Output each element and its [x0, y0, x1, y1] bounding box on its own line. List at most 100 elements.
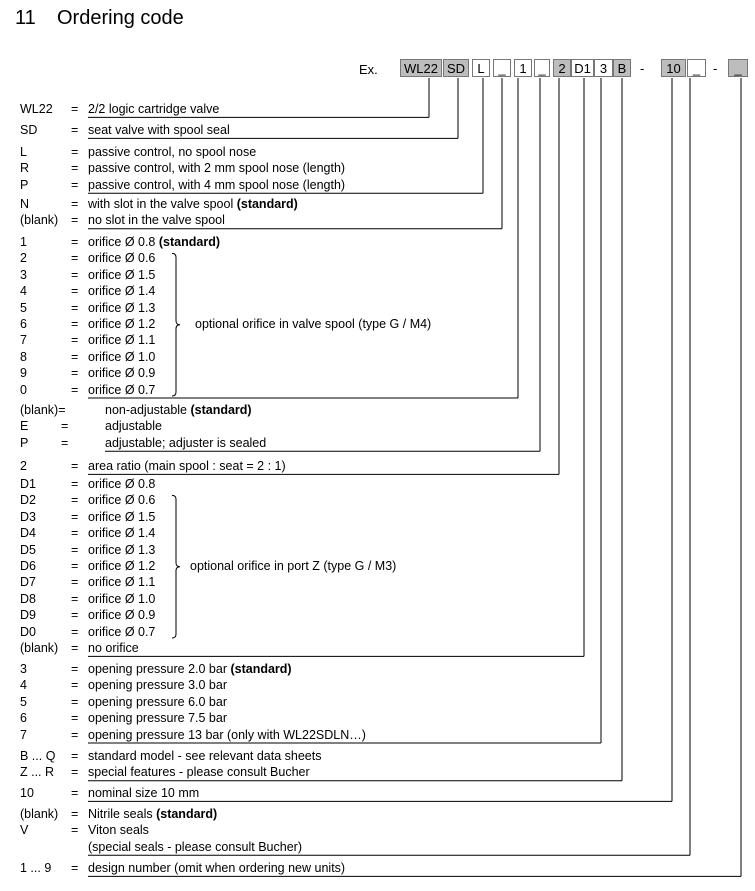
code-value: D7: [20, 575, 36, 590]
code-description: orifice Ø 1.1: [88, 575, 156, 590]
equals-sign: =: [71, 213, 79, 228]
equals-sign: =: [71, 624, 79, 639]
example-slot: _: [728, 59, 748, 77]
equals-sign: =: [71, 459, 79, 473]
code-value: 9: [20, 366, 27, 381]
equals-sign: =: [71, 145, 79, 159]
equals-sign: =: [71, 300, 79, 315]
code-value: P: [20, 177, 29, 192]
code-value: V: [20, 823, 29, 838]
code-description: orifice Ø 1.3: [88, 542, 156, 557]
code-value: 2: [20, 251, 27, 266]
section-title: Ordering code: [57, 7, 184, 29]
code-description: orifice Ø 1.1: [88, 333, 156, 348]
code-description: orifice Ø 1.0: [88, 349, 156, 364]
code-value: (blank): [20, 213, 59, 228]
code-description: orifice Ø 0.8 (standard): [88, 235, 220, 249]
code-description: orifice Ø 0.8: [88, 477, 156, 491]
equals-sign: =: [71, 349, 79, 364]
code-value: E: [20, 419, 29, 434]
code-description: opening pressure 2.0 bar (standard): [88, 662, 292, 676]
code-description: opening pressure 7.5 bar: [88, 711, 227, 726]
code-description: no orifice: [88, 641, 139, 655]
example-slot: B: [613, 59, 631, 77]
code-value: (blank): [20, 807, 59, 821]
equals-sign: =: [71, 727, 79, 742]
code-description: Viton seals: [88, 823, 149, 838]
equals-sign: =: [71, 575, 79, 590]
code-value: D8: [20, 591, 36, 606]
code-description: passive control, with 4 mm spool nose (l…: [88, 177, 346, 192]
equals-sign: =: [71, 807, 79, 821]
equals-sign: =: [71, 823, 79, 838]
equals-sign: =: [71, 382, 79, 397]
code-value: Z ... R: [20, 765, 55, 780]
code-value: 7: [20, 727, 27, 742]
equals-sign: =: [71, 477, 79, 491]
code-value: D0: [20, 624, 36, 639]
code-description: orifice Ø 0.9: [88, 608, 156, 623]
equals-sign: =: [71, 591, 79, 606]
code-value: 5: [20, 300, 27, 315]
example-slot: 3: [594, 59, 613, 77]
code-value: 6: [20, 317, 27, 331]
equals-sign: =: [71, 749, 79, 763]
equals-sign: =: [71, 235, 79, 249]
code-description: nominal size 10 mm: [88, 786, 200, 800]
equals-sign: =: [71, 526, 79, 541]
equals-sign: =: [71, 861, 79, 875]
code-description: Nitrile seals (standard): [88, 807, 218, 821]
code-value: D1: [20, 477, 36, 491]
code-value: SD: [20, 123, 38, 137]
code-description: area ratio (main spool : seat = 2 : 1): [88, 459, 286, 473]
code-description: opening pressure 3.0 bar: [88, 678, 227, 693]
code-description: orifice Ø 1.4: [88, 284, 156, 299]
equals-sign: =: [61, 435, 69, 450]
example-slot: WL22: [400, 59, 442, 77]
equals-sign: =: [71, 765, 79, 780]
code-description: adjustable; adjuster is sealed: [105, 435, 267, 450]
equals-sign: =: [71, 711, 79, 726]
equals-sign: =: [71, 509, 79, 524]
example-slot: D1: [571, 59, 594, 77]
code-description: orifice Ø 1.5: [88, 509, 156, 524]
code-value: D6: [20, 559, 36, 573]
equals-sign: =: [71, 177, 79, 192]
code-description: orifice Ø 1.0: [88, 591, 156, 606]
code-description: orifice Ø 1.3: [88, 300, 156, 315]
code-value: 0: [20, 382, 27, 397]
code-value: D2: [20, 493, 36, 508]
equals-sign: =: [61, 419, 69, 434]
code-description: design number (omit when ordering new un…: [88, 861, 346, 875]
code-value: D4: [20, 526, 36, 541]
standard-marker: (standard): [236, 197, 298, 211]
code-description: orifice Ø 1.2: [88, 317, 156, 331]
group-note: optional orifice in port Z (type G / M3): [190, 558, 397, 573]
code-value: B ... Q: [20, 749, 56, 763]
code-value: N: [20, 197, 30, 211]
example-slot: _: [534, 59, 550, 77]
code-description: orifice Ø 0.9: [88, 366, 156, 381]
code-value: R: [20, 161, 30, 176]
code-description: opening pressure 6.0 bar: [88, 694, 227, 709]
standard-marker: (standard): [158, 235, 220, 249]
code-value: (blank): [20, 641, 59, 655]
code-value: 4: [20, 678, 27, 693]
code-value: 7: [20, 333, 27, 348]
example-slot: 10: [661, 59, 686, 77]
code-value: (blank)=: [20, 403, 66, 417]
code-description: orifice Ø 0.7: [88, 624, 156, 639]
section-heading: 11 Ordering code: [15, 7, 184, 30]
example-slot: 1: [514, 59, 532, 77]
code-value: 6: [20, 711, 27, 726]
equals-sign: =: [71, 102, 79, 116]
code-value: 1 ... 9: [20, 861, 52, 875]
code-value: P: [20, 435, 29, 450]
example-slot: 2: [553, 59, 571, 77]
code-description: no slot in the valve spool: [88, 213, 225, 228]
section-number: 11: [15, 7, 36, 29]
code-value: 3: [20, 267, 27, 282]
standard-marker: (standard): [230, 662, 292, 676]
equals-sign: =: [71, 366, 79, 381]
